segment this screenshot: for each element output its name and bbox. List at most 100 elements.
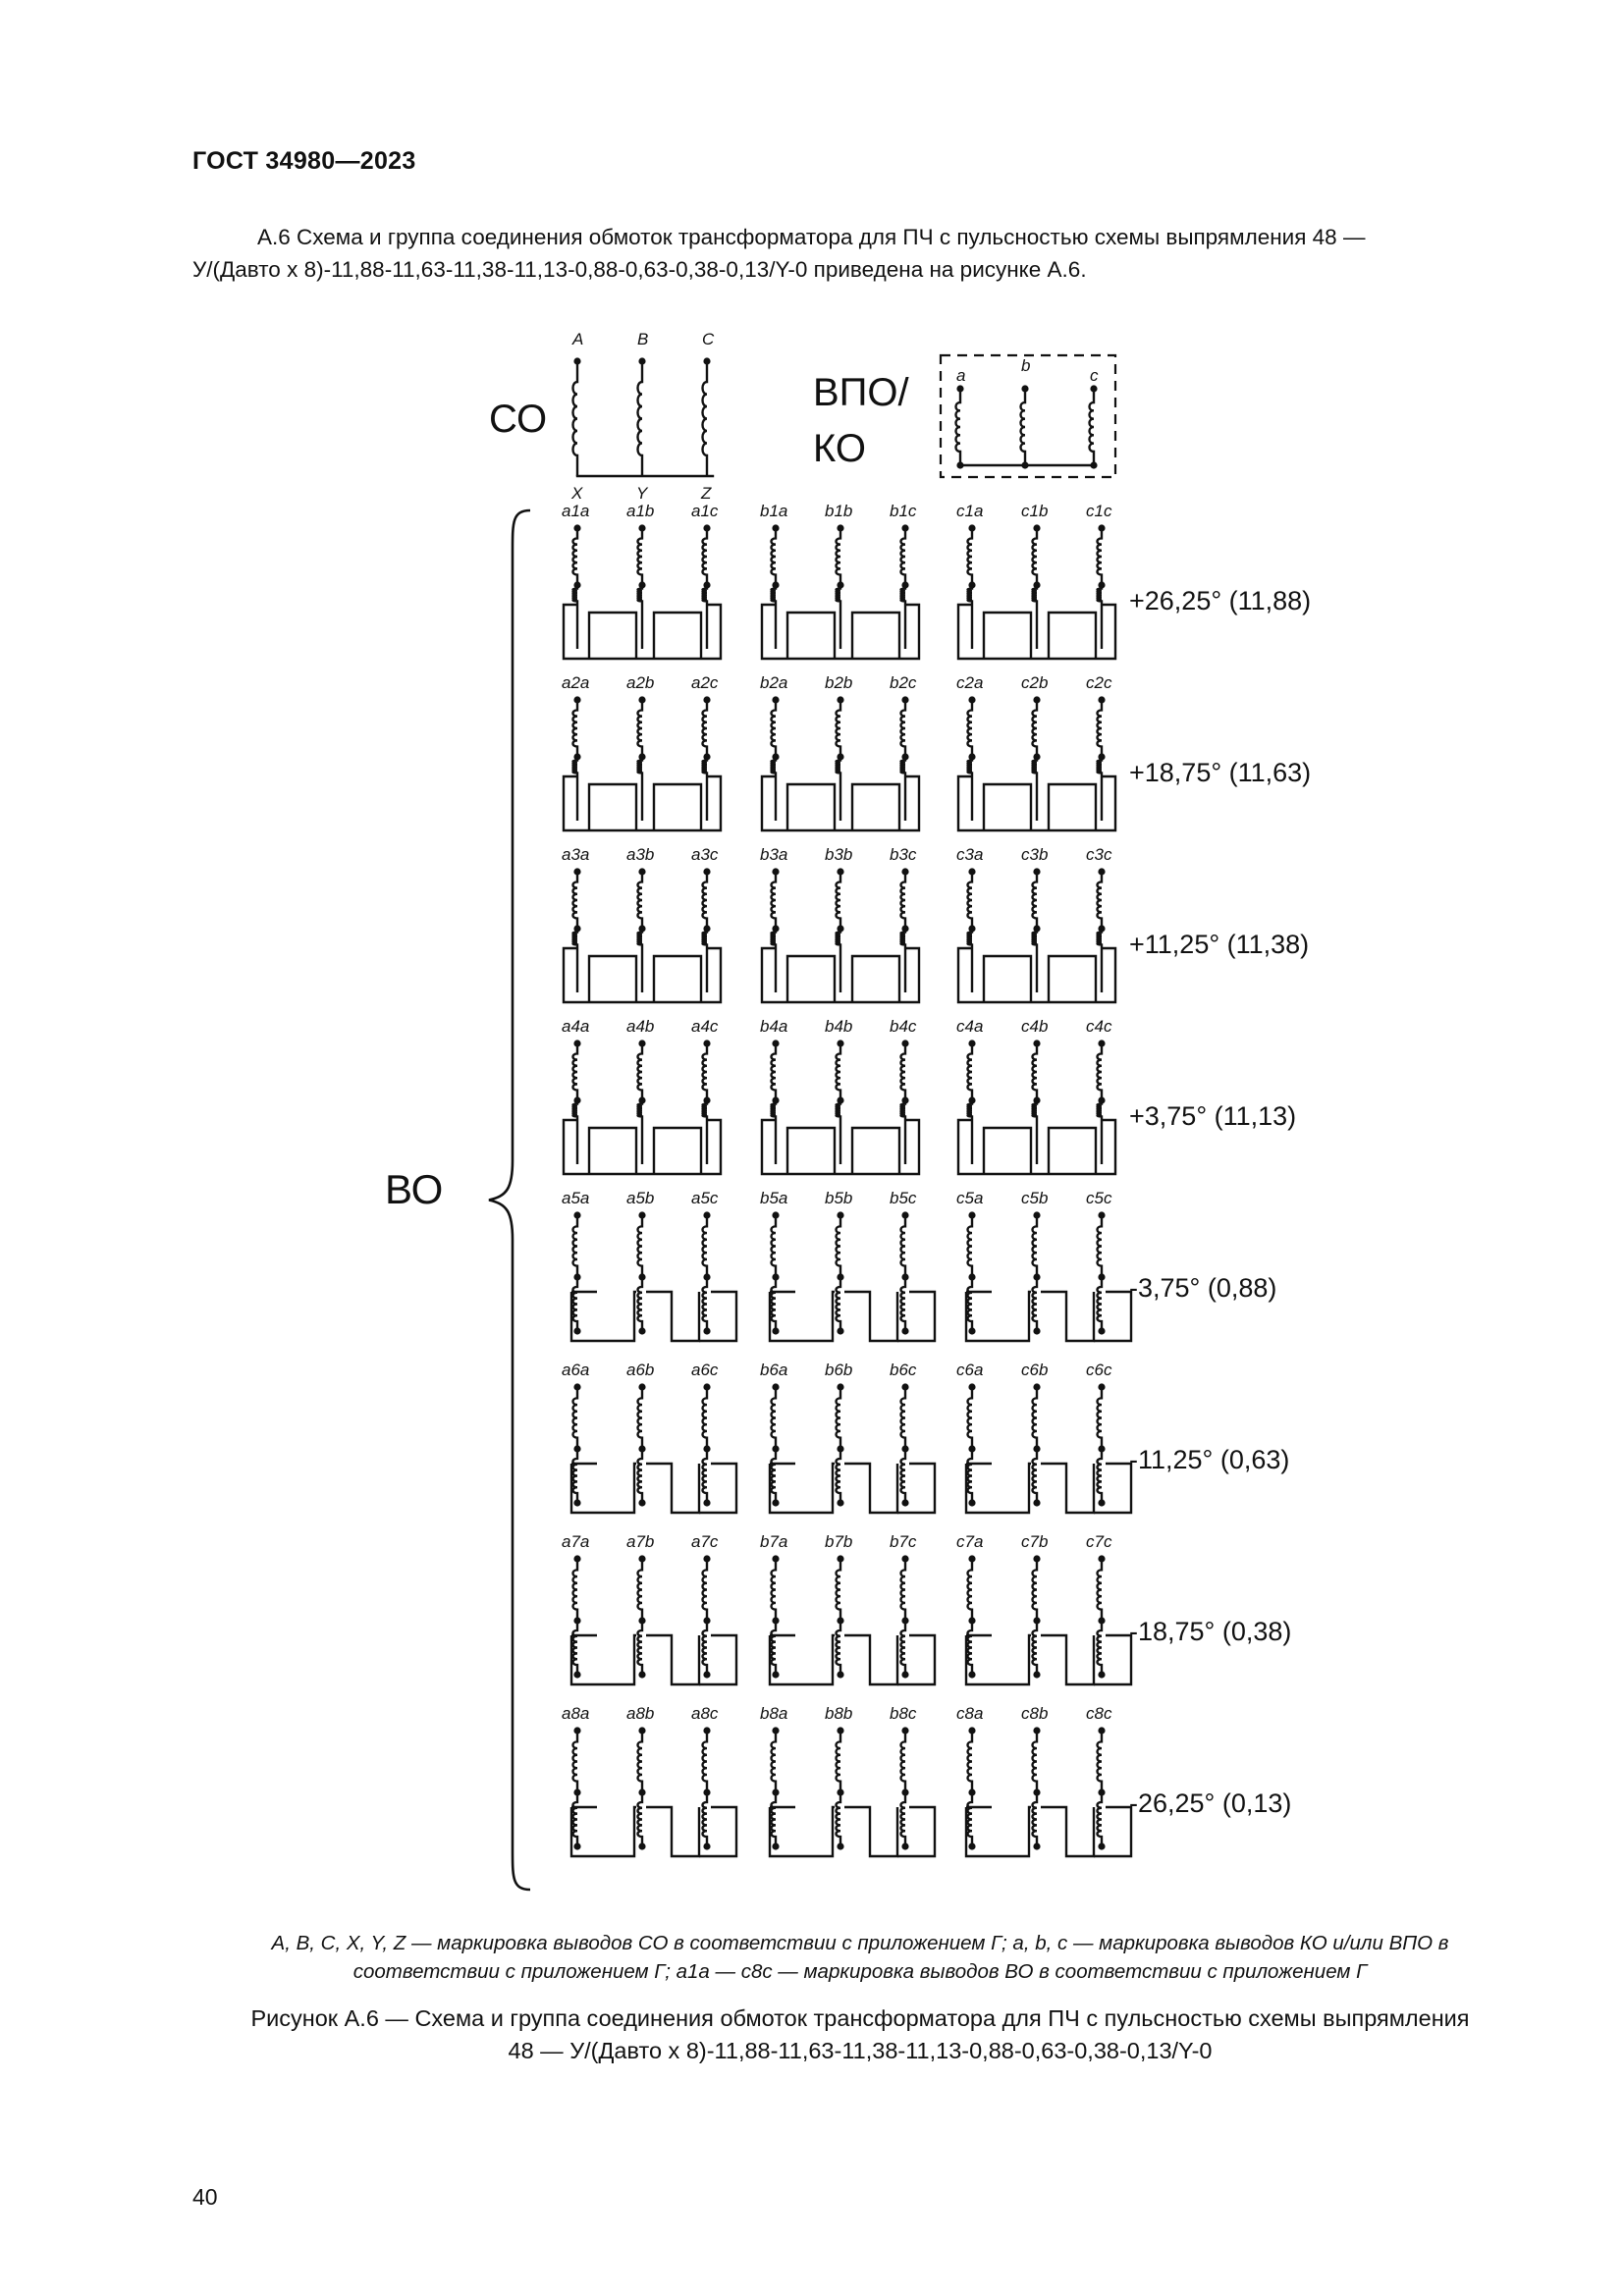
vo-terminal-label: a5a	[562, 1189, 589, 1207]
winding-coil	[701, 1449, 709, 1503]
terminal-dot	[968, 1327, 976, 1335]
polygon-frame	[760, 1118, 921, 1176]
winding-coil	[701, 1559, 709, 1621]
winding-coil	[899, 1621, 907, 1675]
winding-coil	[835, 757, 842, 776]
vo-terminal-label: b2c	[890, 673, 917, 692]
winding-coil	[571, 1449, 579, 1503]
wire	[1047, 954, 1098, 1002]
winding-coil	[701, 700, 709, 757]
wire	[699, 1633, 738, 1686]
polygon-frame	[562, 946, 723, 1004]
vo-terminal-label: b6a	[760, 1361, 787, 1379]
terminal-dot	[1098, 1499, 1106, 1507]
vo-terminal-label: a1b	[626, 502, 654, 520]
winding-coil	[770, 1043, 778, 1100]
winding-coil	[899, 929, 907, 948]
page-number: 40	[192, 2184, 218, 2210]
vo-terminal-label: b5b	[825, 1189, 852, 1207]
vo-terminal-label: b5a	[760, 1189, 787, 1207]
wire	[699, 1805, 738, 1858]
terminal-dot	[772, 1499, 780, 1507]
terminal-dot	[772, 1842, 780, 1850]
winding-coil	[770, 1100, 778, 1120]
terminal-dot	[638, 1671, 646, 1679]
winding-coil	[701, 528, 709, 585]
vo-terminal-label: a1a	[562, 502, 589, 520]
polygon-frame	[569, 1633, 636, 1686]
wire	[1041, 1462, 1096, 1515]
vo-terminal-label: a8c	[691, 1704, 719, 1723]
wire	[1094, 1805, 1133, 1858]
caption-line-1: Рисунок А.6 — Схема и группа соединения …	[250, 2005, 1470, 2031]
winding-coil	[1096, 1559, 1104, 1621]
vo-terminal-label: b1c	[890, 502, 917, 520]
winding-coil	[701, 361, 709, 476]
terminal-dot	[772, 1327, 780, 1335]
winding-coil	[701, 872, 709, 929]
winding-coil	[899, 1792, 907, 1846]
winding-coil	[966, 872, 974, 929]
wire	[646, 1290, 701, 1343]
phase-shift-label: -26,25° (0,13)	[1129, 1789, 1291, 1818]
terminal-dot	[1021, 461, 1029, 469]
winding-coil	[636, 929, 644, 948]
vo-terminal-label: b3c	[890, 845, 917, 864]
vpo-terminal-label: c	[1090, 366, 1099, 385]
winding-coil	[1096, 872, 1104, 929]
co-terminal-label: Y	[636, 484, 649, 503]
winding-coil	[835, 1449, 842, 1503]
wire	[850, 954, 901, 1002]
winding-coil	[1019, 389, 1027, 465]
winding-coil	[701, 1731, 709, 1792]
winding-coil	[899, 1215, 907, 1277]
winding-coil	[1096, 1215, 1104, 1277]
winding-coil	[770, 1215, 778, 1277]
winding-coil	[899, 1387, 907, 1449]
winding-coil	[966, 1449, 974, 1503]
wire	[844, 1805, 899, 1858]
vo-terminal-label: a7c	[691, 1532, 719, 1551]
winding-coil	[1096, 1449, 1104, 1503]
winding-coil	[1096, 1792, 1104, 1846]
wire	[1094, 1462, 1133, 1515]
winding-coil	[899, 528, 907, 585]
wire	[1041, 1805, 1096, 1858]
phase-shift-label: +26,25° (11,88)	[1129, 586, 1311, 615]
terminal-dot	[703, 1671, 711, 1679]
terminal-dot	[772, 1671, 780, 1679]
winding-coil	[571, 1621, 579, 1675]
winding-coil	[571, 757, 579, 776]
vo-terminal-label: b4c	[890, 1017, 917, 1036]
winding-coil	[899, 1043, 907, 1100]
winding-coil	[1096, 1731, 1104, 1792]
vo-terminal-label: b1b	[825, 502, 852, 520]
winding-coil	[770, 1277, 778, 1331]
co-label: СО	[489, 398, 547, 441]
winding-coil	[770, 1792, 778, 1846]
polygon-frame	[569, 1462, 636, 1515]
winding-coil	[636, 1215, 644, 1277]
vo-terminal-label: c3a	[956, 845, 983, 864]
vo-terminal-label: c5a	[956, 1189, 983, 1207]
terminal-dot	[703, 1842, 711, 1850]
vo-brace	[488, 508, 531, 1892]
wire	[587, 954, 638, 1002]
winding-coil	[636, 528, 644, 585]
vo-terminal-label: c4c	[1086, 1017, 1112, 1036]
terminal-dot	[837, 1499, 844, 1507]
vo-terminal-label: c8b	[1021, 1704, 1048, 1723]
terminal-dot	[573, 1842, 581, 1850]
phase-shift-label: -3,75° (0,88)	[1129, 1273, 1276, 1303]
